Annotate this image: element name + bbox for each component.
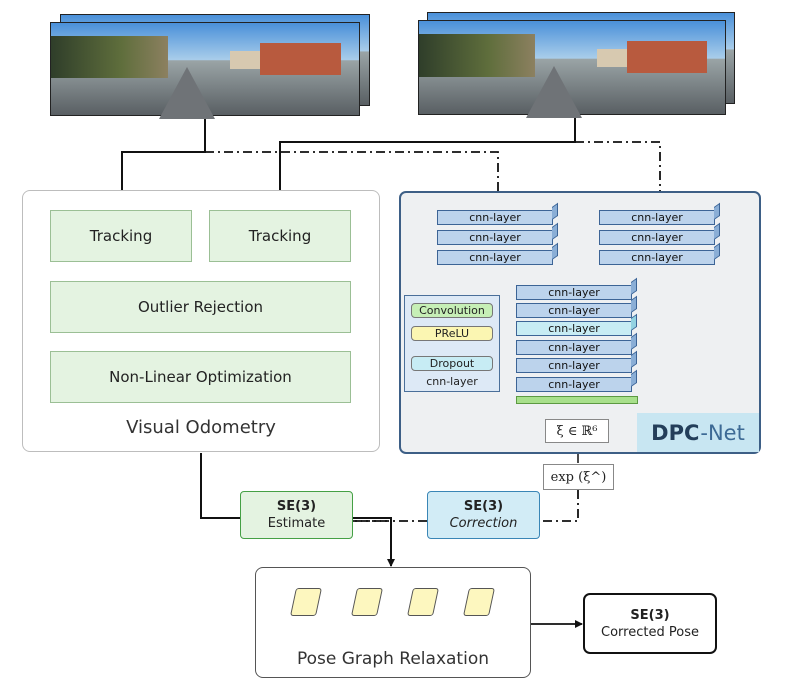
vo-to-estimate-wire [200,453,240,519]
se3-correction-subtitle: Correction [449,516,518,531]
cnn-layer-trunk-2: cnn-layer [516,303,632,318]
outlier-rejection-label: Outlier Rejection [137,298,264,316]
dropout-op: Dropout [411,356,493,371]
image-left-to-tracking-wire [118,115,206,206]
corrected-pose-box: SE(3) Corrected Pose [583,593,717,654]
outlier-rejection-block: Outlier Rejection [50,281,351,333]
convolution-op: Convolution [411,303,493,318]
pose-graph-caption: Pose Graph Relaxation [296,649,489,669]
pose-graph-panel [255,567,531,678]
se3-estimate-subtitle: Estimate [267,516,326,531]
corrected-pose-subtitle: Corrected Pose [601,624,699,640]
dpc-net-title-bold: DPC [651,420,700,445]
cnn-layer-left-3: cnn-layer [437,250,553,265]
exp-map-label: exp (ξ^) [543,464,614,490]
tracking-right-label: Tracking [248,227,312,245]
cnn-layer-trunk-5: cnn-layer [516,358,632,373]
cnn-layer-right-2: cnn-layer [599,230,715,245]
visual-odometry-caption: Visual Odometry [126,417,276,438]
dpc-net-title-rest: -Net [700,420,745,445]
se3-correction-title: SE(3) [463,499,504,514]
cnn-layer-right-3: cnn-layer [599,250,715,265]
corrected-pose-title: SE(3) [630,607,670,623]
correction-wire [540,490,579,522]
optimization-block: Non-Linear Optimization [50,351,351,403]
cnn-layer-left-2: cnn-layer [437,230,553,245]
image-right-to-dpc-wire [575,141,664,206]
image-left-to-dpc-wire [205,151,502,206]
inset-layer-label: cnn-layer [426,375,478,388]
se3-estimate-box: SE(3) Estimate [240,491,353,539]
input-image-right [418,20,726,118]
input-image-left [50,22,360,120]
image-right-to-tracking-wire [276,115,576,206]
estimate-to-posegraph-wire [353,517,395,567]
tracking-block-left: Tracking [50,210,192,262]
cnn-layer-trunk-1: cnn-layer [516,285,632,300]
cnn-layer-left-1: cnn-layer [437,210,553,225]
cnn-layer-trunk-4: cnn-layer [516,340,632,355]
dpc-net-title: DPC-Net [637,413,759,452]
cnn-layer-right-1: cnn-layer [599,210,715,225]
output-vector-label: ξ ∈ ℝ⁶ [545,419,609,443]
prelu-op: PReLU [411,326,493,341]
tracking-left-label: Tracking [89,227,153,245]
cnn-layer-trunk-6: cnn-layer [516,377,632,392]
tracking-block-right: Tracking [209,210,351,262]
se3-correction-box: SE(3) Correction [427,491,540,539]
optimization-label: Non-Linear Optimization [109,368,292,386]
se3-estimate-title: SE(3) [276,499,317,514]
cnn-layer-trunk-3: cnn-layer [516,321,632,336]
output-layer [516,396,638,404]
